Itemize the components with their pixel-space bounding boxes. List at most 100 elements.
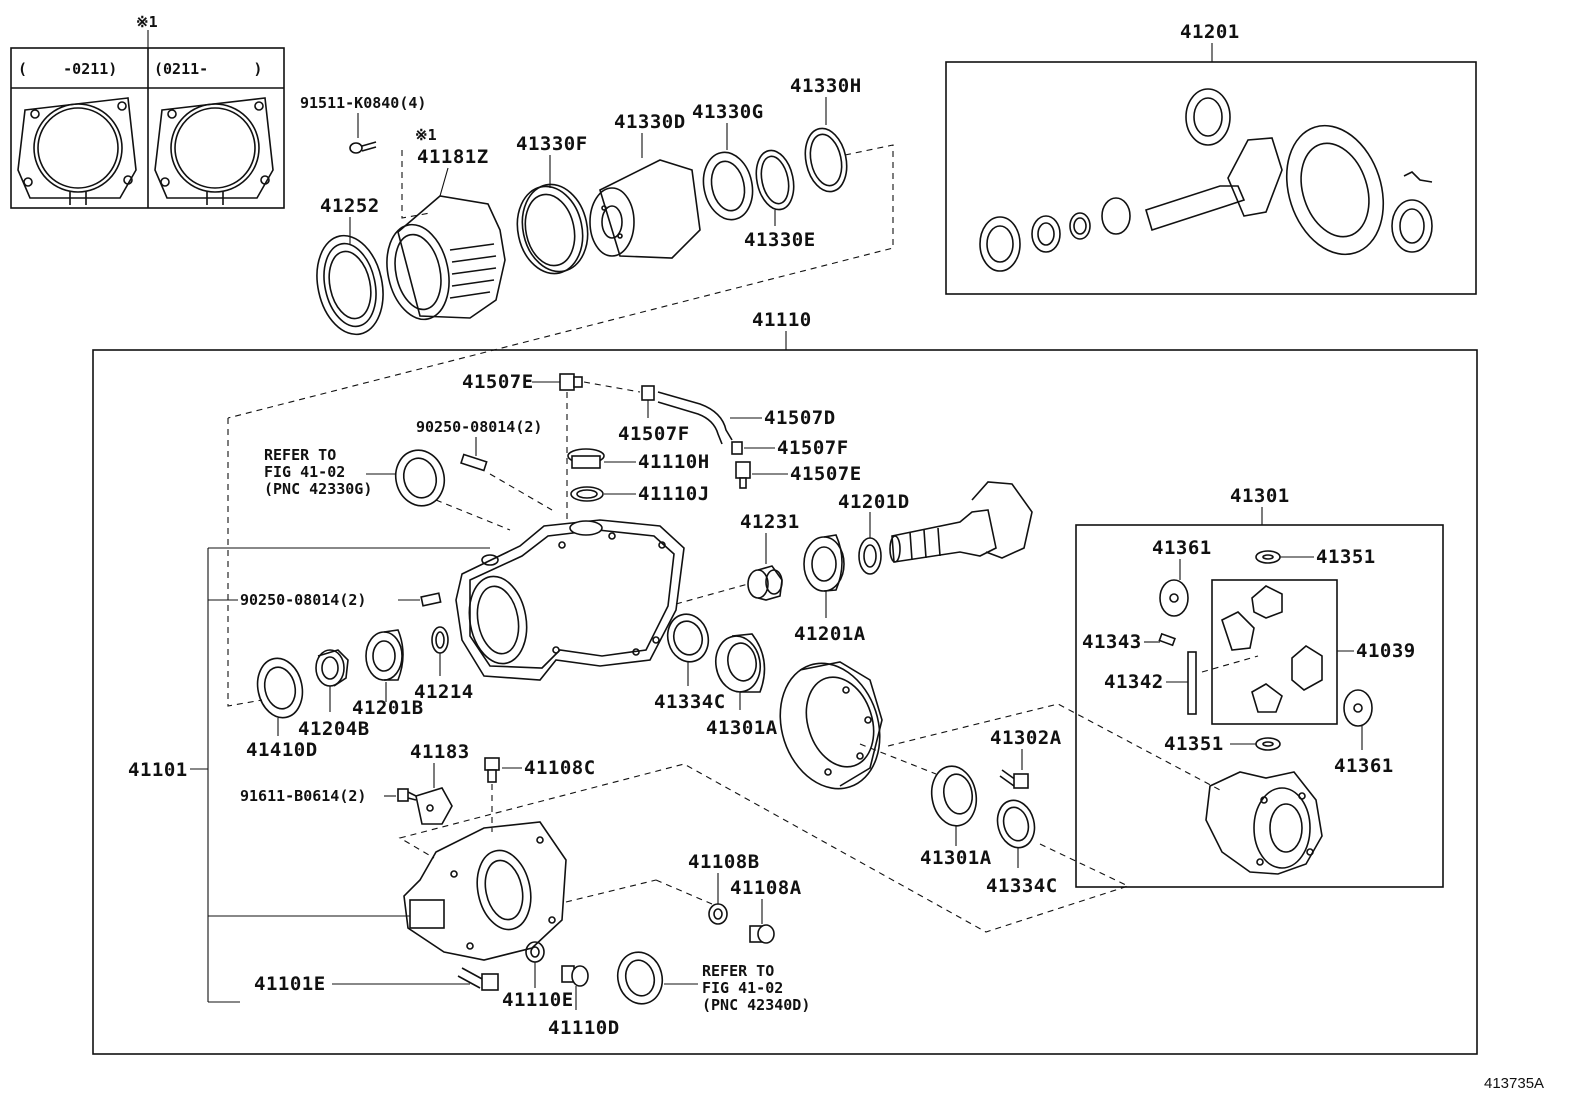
- group-41301: 41301 41361 41351 41343 41342 41039: [887, 485, 1444, 888]
- part-label-41507f-right: 41507F: [777, 437, 849, 459]
- bearing-41201a-illustration: [803, 534, 845, 592]
- oil-seal-41410d-illustration: [256, 657, 304, 719]
- bearing-41330g-illustration: [702, 151, 754, 221]
- clip-41507f-right-icon: [731, 441, 743, 455]
- spacer-41204b-illustration: [315, 649, 349, 687]
- variant-col1-header: ( -0211): [18, 60, 117, 78]
- diff-gears-illustration: [1221, 585, 1323, 713]
- transfer-case-41181z-illustration: [386, 195, 506, 321]
- variant-col2-header: (0211- ): [154, 60, 262, 78]
- part-label-41351-bottom: 41351: [1164, 733, 1224, 755]
- clip-41507f-left-icon: [641, 385, 655, 401]
- part-label-41343: 41343: [1082, 631, 1142, 653]
- part-label-41204b: 41204B: [298, 718, 370, 740]
- refer-note-lower: REFER TO FIG 41-02 (PNC 42340D): [702, 962, 810, 1014]
- group-box-41201: [945, 61, 1477, 295]
- plug-41108c-icon: [484, 757, 500, 783]
- part-label-41181z: 41181Z: [417, 146, 489, 168]
- gasket-late-illustration: [154, 97, 274, 205]
- plug-41110d-icon: [561, 965, 589, 987]
- ring-41330e-illustration: [755, 149, 795, 211]
- washer-41351-top-icon: [1255, 550, 1281, 564]
- part-label-91511-k0840: 91511-K0840(4): [300, 94, 426, 112]
- group-label-41201: 41201: [1180, 21, 1240, 43]
- variant-note-mark: ※1: [136, 13, 158, 31]
- group-label-41101: 41101: [128, 759, 188, 781]
- bolt-41101e-icon: [457, 967, 499, 991]
- part-label-91611-b0614: 91611-B0614(2): [240, 787, 366, 805]
- refer-upper-line2: FIG 41-02: [264, 463, 345, 481]
- part-label-41183: 41183: [410, 741, 470, 763]
- part-label-41330h: 41330H: [790, 75, 862, 97]
- group-box-41110: [92, 349, 1478, 1055]
- refer-lower-line2: FIG 41-02: [702, 979, 783, 997]
- part-label-41334c-left: 41334C: [654, 691, 726, 713]
- part-label-41330d: 41330D: [614, 111, 686, 133]
- part-label-90250-top: 90250-08014(2): [416, 418, 542, 436]
- lower-cover-parts: 41183 91611-B0614(2) 41108C 41108B: [240, 741, 802, 1039]
- diff-case-illustration: [1205, 771, 1323, 875]
- group-label-41301: 41301: [1230, 485, 1290, 507]
- part-label-41507f-left: 41507F: [618, 423, 690, 445]
- refer-lower-line1: REFER TO: [702, 962, 774, 980]
- vent-plug-41507e-right-icon: [735, 461, 751, 489]
- refer-lower-line3: (PNC 42340D): [702, 996, 810, 1014]
- part-label-41108b: 41108B: [688, 851, 760, 873]
- part-label-41108a: 41108A: [730, 877, 802, 899]
- part-label-41330e: 41330E: [744, 229, 816, 251]
- bolt-91511-icon: [349, 141, 377, 154]
- washer-41361-top-icon: [1159, 579, 1189, 617]
- washer-41351-bottom-icon: [1255, 737, 1281, 751]
- pin-41343-icon: [1158, 632, 1176, 647]
- bearing-41301a-right-illustration: [930, 765, 978, 827]
- pinion-gear-set-illustration: [979, 88, 1433, 272]
- part-label-41351-top: 41351: [1316, 546, 1376, 568]
- hose-41507d-illustration: [657, 391, 733, 445]
- note-mark-41181z: ※1: [415, 126, 437, 144]
- oil-seal-41252-illustration: [316, 234, 384, 336]
- figure-id: 413735A: [1484, 1075, 1544, 1092]
- part-label-41110d: 41110D: [548, 1017, 620, 1039]
- oil-seal-41334c-right-illustration: [996, 799, 1036, 849]
- part-label-41110e: 41110E: [502, 989, 574, 1011]
- oil-seal-42340d-illustration: [616, 951, 664, 1005]
- part-label-41361-bottom: 41361: [1334, 755, 1394, 777]
- bracket-41101: 41101 90250-08014(2): [128, 547, 490, 1003]
- pinion-side-parts: 41231 41201A 41201D: [654, 481, 1033, 739]
- refer-note-upper: REFER TO FIG 41-02 (PNC 42330G): [264, 446, 511, 531]
- right-side-parts: 41301A 41302A 41334C: [398, 727, 1130, 933]
- part-label-41330f: 41330F: [516, 133, 588, 155]
- spacer-41231-illustration: [747, 565, 783, 601]
- part-label-41201a: 41201A: [794, 623, 866, 645]
- pin-90250-top-icon: [460, 453, 488, 472]
- gasket-early-illustration: [17, 97, 137, 205]
- group-box-41301: [1075, 524, 1444, 888]
- part-label-41301a-left: 41301A: [706, 717, 778, 739]
- part-label-41342: 41342: [1104, 671, 1164, 693]
- washer-41108b-icon: [708, 903, 728, 925]
- plug-41108a-icon: [749, 924, 775, 944]
- ring-gear-illustration: [779, 661, 937, 790]
- pin-90250-mid-icon: [420, 592, 442, 607]
- refer-upper-line3: (PNC 42330G): [264, 480, 372, 498]
- washer-41361-bottom-icon: [1343, 689, 1373, 727]
- oil-seal-41334c-left-illustration: [666, 613, 710, 663]
- part-label-41108c: 41108C: [524, 757, 596, 779]
- bolt-41302a-icon: [999, 769, 1029, 789]
- plug-parts: 90250-08014(2) 41110H 41110J: [416, 418, 710, 511]
- bolt-91611-icon: [397, 788, 417, 802]
- drain-plug-41110h-icon: [567, 448, 605, 469]
- rear-cover-illustration: [403, 821, 567, 961]
- part-label-41231: 41231: [740, 511, 800, 533]
- washer-41214-icon: [431, 626, 449, 654]
- part-label-41330g: 41330G: [692, 101, 764, 123]
- part-label-41214: 41214: [414, 681, 474, 703]
- part-label-41110h: 41110H: [638, 451, 710, 473]
- ring-41201d-icon: [858, 537, 882, 575]
- part-label-41507e-right: 41507E: [790, 463, 862, 485]
- variant-table: ※1 ( -0211) (0211- ): [10, 13, 285, 209]
- group-label-41039: 41039: [1356, 640, 1416, 662]
- part-label-41201d: 41201D: [838, 491, 910, 513]
- bracket-41183-icon: [415, 787, 453, 825]
- group-41201: 41201: [945, 21, 1477, 295]
